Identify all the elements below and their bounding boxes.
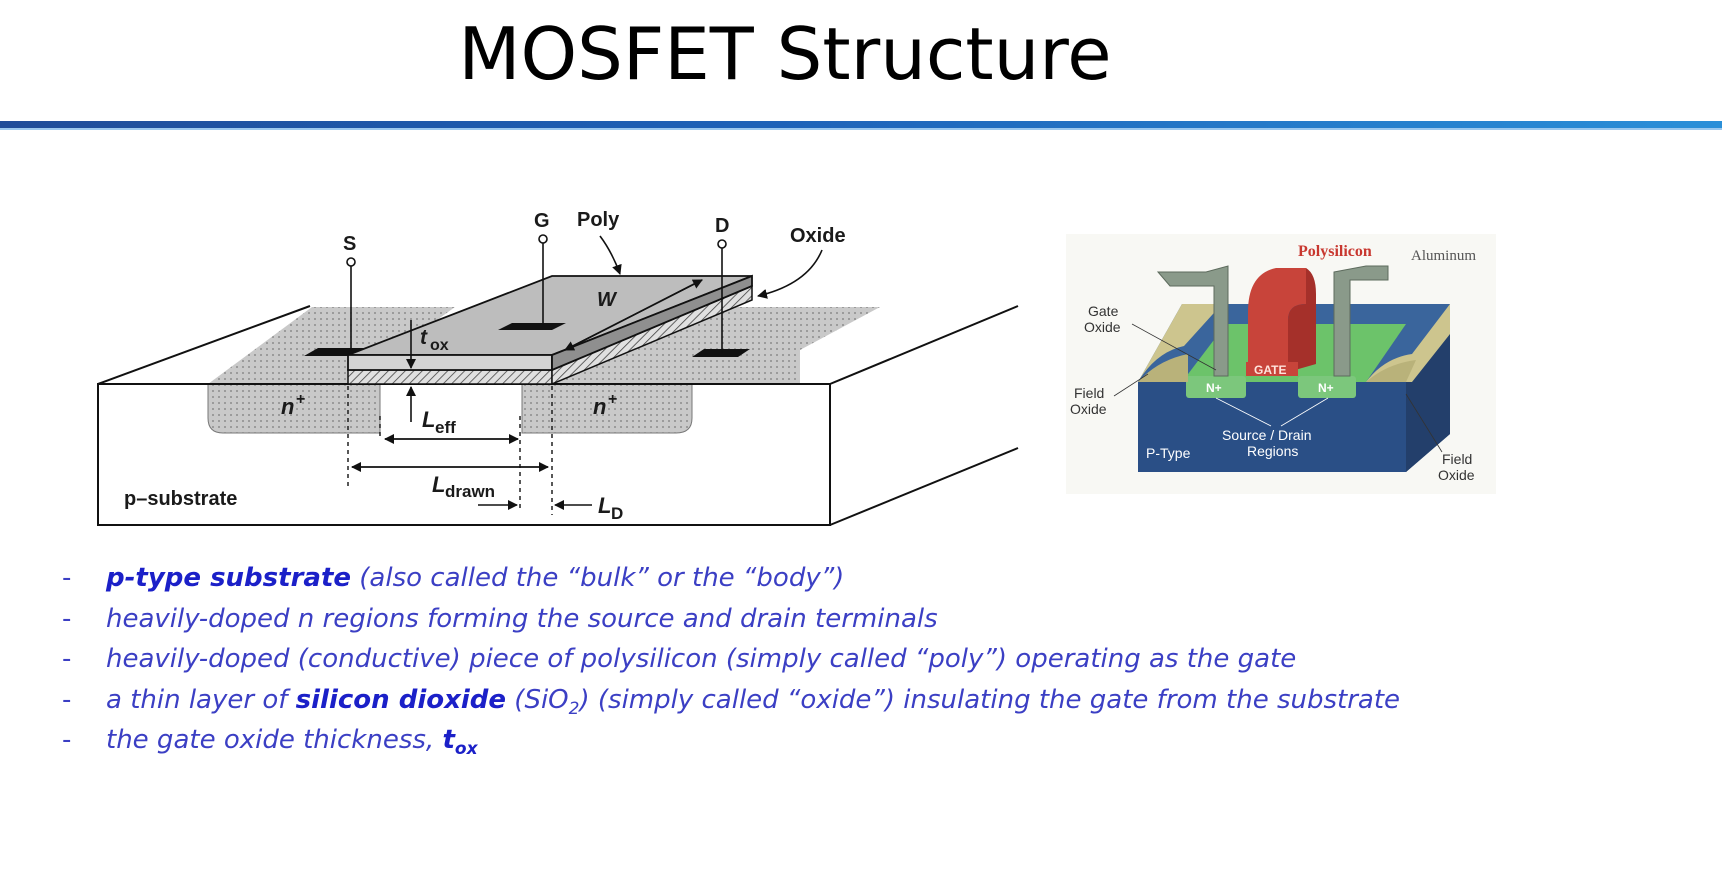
bullet-dash: - — [62, 563, 72, 593]
source-drain-label-line1: Source / Drain — [1222, 427, 1311, 443]
substrate-label: p–substrate — [124, 488, 237, 510]
drain-n-plus-region — [521, 383, 693, 434]
bullet-bold-term: t — [442, 725, 455, 756]
gate-oxide-label-line2: Oxide — [1084, 319, 1121, 335]
title-divider-highlight — [0, 128, 1722, 130]
bullet-text: the gate oxide thickness, tox — [106, 720, 478, 769]
bullet-text: heavily-doped n regions forming the sour… — [106, 603, 938, 634]
bullet-text-pre: the gate oxide thickness, — [106, 725, 443, 756]
drain-plus: + — [608, 391, 617, 408]
drain-terminal-label: D — [715, 215, 729, 237]
field-oxide-left — [1138, 304, 1222, 382]
bullet-item: - the gate oxide thickness, tox — [62, 720, 1662, 761]
source-drain-label-line2: Regions — [1247, 443, 1298, 459]
p-type-body — [1138, 304, 1450, 472]
bullet-bold-term: silicon dioxide — [295, 684, 507, 715]
p-type-label: P-Type — [1146, 445, 1191, 461]
mosfet-cross-section-illustration: Polysilicon Aluminum Gate Oxide Field Ox… — [1066, 234, 1496, 494]
bullet-dash: - — [62, 603, 72, 634]
field-oxide-right-label-line1: Field — [1442, 451, 1472, 467]
n-plus-right-label: N+ — [1318, 381, 1334, 395]
bullet-dash: - — [62, 644, 72, 675]
bullet-text: heavily-doped (conductive) piece of poly… — [106, 644, 1297, 675]
tox-subscript: ox — [430, 337, 449, 354]
source-plus: + — [296, 391, 305, 408]
drain-n-label: n — [593, 394, 606, 419]
aluminum-right-contact — [1333, 265, 1389, 377]
bullet-subscript: ox — [455, 740, 478, 760]
n-plus-left-label: N+ — [1206, 381, 1222, 395]
ldrawn-label: L — [432, 472, 445, 497]
field-oxide-right-label-line2: Oxide — [1438, 467, 1475, 483]
bullet-dash: - — [62, 684, 72, 715]
field-oxide-left-label-line1: Field — [1074, 385, 1104, 401]
slide-title: MOSFET Structure — [458, 12, 1112, 96]
tox-label: t — [420, 326, 428, 349]
n-plus-drain-region — [1298, 376, 1356, 398]
leff-subscript: eff — [435, 418, 456, 437]
bullet-text-post: ) (simply called “oxide”) insulating the… — [579, 684, 1401, 715]
source-n-plus-region — [207, 383, 381, 434]
ld-label: L — [598, 493, 611, 518]
bullet-text-rest: (also called the “bulk” or the “body”) — [351, 563, 845, 593]
bullet-text-pre: a thin layer of — [106, 684, 296, 715]
ldrawn-subscript: drawn — [445, 482, 495, 501]
bullet-item: - p-type substrate (also called the “bul… — [62, 558, 1662, 599]
bullet-text-mid: (SiO — [506, 684, 569, 715]
polysilicon-label: Polysilicon — [1298, 243, 1372, 260]
bullet-dash: - — [62, 725, 72, 756]
source-diffusion-top — [208, 307, 455, 384]
field-oxide-left-label-line2: Oxide — [1070, 401, 1107, 417]
bullet-text: a thin layer of silicon dioxide (SiO2) (… — [106, 680, 1400, 729]
gate-tag: GATE — [1254, 363, 1286, 377]
aluminum-left-contact — [1156, 265, 1229, 377]
bullet-subscript: 2 — [568, 698, 580, 719]
bullet-item: - a thin layer of silicon dioxide (SiO2)… — [62, 680, 1662, 721]
polysilicon-gate — [1248, 268, 1306, 372]
n-plus-source-region — [1186, 376, 1246, 398]
mosfet-3d-diagram: S G D Poly Oxide W t ox n + n + L eff L … — [97, 209, 1019, 526]
drain-contact — [692, 349, 750, 357]
ld-subscript: D — [611, 504, 623, 523]
poly-label: Poly — [577, 209, 620, 231]
title-divider — [0, 121, 1722, 128]
source-n-label: n — [281, 394, 294, 419]
bullet-bold-subscript: ox — [454, 739, 478, 760]
bullet-bold-term: p-type substrate — [106, 563, 352, 593]
bullet-text: p-type substrate (also called the “bulk”… — [106, 558, 844, 598]
bullet-list: - p-type substrate (also called the “bul… — [62, 558, 1662, 761]
bullet-item: - heavily-doped n regions forming the so… — [62, 599, 1662, 640]
gate-terminal-label: G — [534, 210, 550, 232]
poly-gate — [347, 274, 753, 372]
aluminum-label: Aluminum — [1411, 248, 1476, 264]
leff-label: L — [422, 407, 435, 432]
oxide-label: Oxide — [790, 225, 846, 247]
gate-oxide-label-line1: Gate — [1088, 303, 1119, 319]
bullet-item: - heavily-doped (conductive) piece of po… — [62, 639, 1662, 680]
width-label: W — [597, 289, 618, 311]
source-terminal-label: S — [343, 233, 356, 255]
